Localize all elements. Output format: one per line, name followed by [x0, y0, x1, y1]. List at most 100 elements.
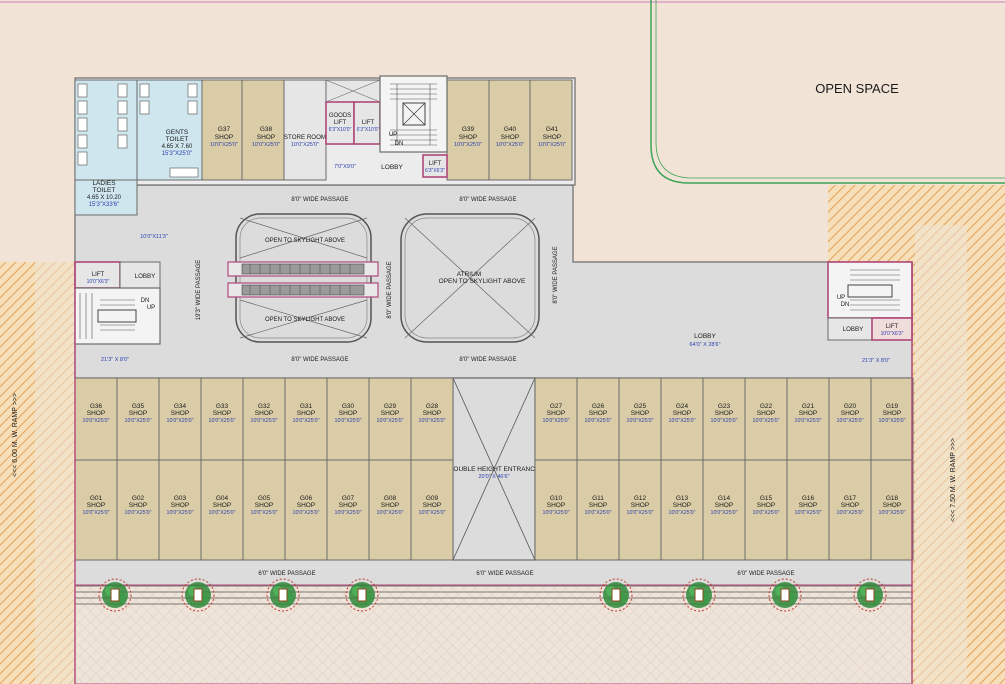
shop-type: SHOP: [339, 502, 357, 509]
gents-toilet-label-1: GENTS: [166, 129, 189, 136]
stair-well: [402, 102, 426, 126]
shop-type: SHOP: [757, 502, 775, 509]
shop-code: G33: [216, 403, 229, 410]
shop-size: 10'0"X25'0": [210, 142, 238, 148]
open-space-label: OPEN SPACE: [815, 81, 899, 96]
passage-label-mid-left: 8'0" WIDE PASSAGE: [291, 357, 348, 363]
shop-type: SHOP: [883, 502, 901, 509]
shop-type: SHOP: [255, 410, 273, 417]
shop-type: SHOP: [673, 410, 691, 417]
goods-lift-dim: 6'3"X10'0": [329, 127, 352, 133]
shop-unit: [410, 377, 454, 461]
shop-size: 10'0"X25'0": [837, 510, 864, 516]
shop-type: SHOP: [213, 410, 231, 417]
shop-size: 10'0"X25'0": [795, 510, 822, 516]
right-lift-dim: 10'0"X6'3": [881, 331, 904, 337]
left-staircase: [74, 287, 161, 345]
shop-unit: [74, 459, 118, 561]
shop-type: SHOP: [87, 502, 105, 509]
shop-unit: [200, 377, 244, 461]
shop-code: G39: [462, 126, 475, 133]
entrance-dim: 20'0" X 46'6": [478, 474, 509, 480]
passage-label-top-left: 8'0" WIDE PASSAGE: [291, 197, 348, 203]
left-lift-label: LIFT: [92, 272, 105, 278]
shop-code: G19: [886, 403, 899, 410]
shop-code: G21: [802, 403, 815, 410]
shop-code: G28: [426, 403, 439, 410]
skylight-void-left: [235, 213, 372, 343]
shop-type: SHOP: [213, 502, 231, 509]
tree-row: [98, 578, 887, 612]
passage-label-vertical-mid: 8'0" WIDE PASSAGE: [387, 261, 393, 318]
shop-code: G34: [174, 403, 187, 410]
shop-size: 10'0"X25'0": [543, 510, 570, 516]
shop-size: 10'0"X25'0": [335, 418, 362, 424]
stair-treads-top: [390, 83, 437, 146]
store-room-label: STORE ROOM: [284, 134, 326, 141]
left-stair-treads: [79, 293, 135, 339]
shop-type: SHOP: [543, 134, 561, 141]
shop-size: 10'0"X25'0": [167, 418, 194, 424]
shop-size: 10'0"X25'0": [125, 510, 152, 516]
shop-type: SHOP: [631, 502, 649, 509]
shop-unit: [116, 459, 160, 561]
store-room-dim: 10'0"X25'0": [291, 142, 319, 148]
right-ramp-lane: [915, 225, 967, 684]
shop-type: SHOP: [129, 410, 147, 417]
shop-unit: [870, 459, 914, 561]
escalator-upper: [227, 261, 379, 277]
shop-size: 10'0"X25'0": [251, 510, 278, 516]
shop-type: SHOP: [715, 410, 733, 417]
entrance-label: DOUBLE HEIGHT ENTRANCE: [449, 466, 540, 473]
shop-code: G12: [634, 495, 647, 502]
shop-grid: G36SHOP10'0"X25'0"G35SHOP10'0"X25'0"G34S…: [74, 377, 914, 561]
passage-label-vertical-right: 8'0" WIDE PASSAGE: [553, 246, 559, 303]
shop-code: G05: [258, 495, 271, 502]
shop-size: 10'0"X25'0": [795, 418, 822, 424]
shop-unit: [576, 377, 620, 461]
shop-size: 10'0"X25'0": [454, 142, 482, 148]
right-stair-up: UP: [837, 295, 845, 301]
shop-type: SHOP: [715, 502, 733, 509]
shop-code: G38: [260, 126, 273, 133]
shop-size: 10'0"X25'0": [251, 418, 278, 424]
shop-unit: [158, 377, 202, 461]
right-stair-treads: [850, 269, 900, 311]
shop-size: 10'0"X25'0": [209, 510, 236, 516]
toilet-stalls: [77, 83, 199, 178]
shop-unit-g40: [488, 79, 531, 181]
right-staircase: [827, 261, 913, 319]
right-stair-landing: [847, 284, 893, 298]
atrium-label: ATRIUM: [457, 271, 481, 278]
shop-code: G36: [90, 403, 103, 410]
shop-type: SHOP: [297, 502, 315, 509]
toilet-area: [74, 79, 203, 181]
shop-code: G31: [300, 403, 313, 410]
shop-size: 10'0"X25'0": [538, 142, 566, 148]
shop-code: G13: [676, 495, 689, 502]
right-lobby-dim: 21'3" X 8'0": [862, 358, 890, 364]
shop-type: SHOP: [381, 410, 399, 417]
shop-size: 10'0"X25'0": [627, 510, 654, 516]
shop-unit: [410, 459, 454, 561]
ladies-toilet-extension: [74, 179, 138, 216]
shop-code: G17: [844, 495, 857, 502]
void-cross-4: [239, 299, 368, 339]
shop-type: SHOP: [501, 134, 519, 141]
shop-size: 10'0"X25'0": [837, 418, 864, 424]
shop-type: SHOP: [171, 502, 189, 509]
shop-code: G30: [342, 403, 355, 410]
left-lobby-dim: 21'3" X 8'0": [101, 357, 129, 363]
shop-code: G03: [174, 495, 187, 502]
right-ramp-label: <<< 7.50 M. W. RAMP >>>: [950, 438, 957, 522]
tree-icon: [266, 578, 300, 612]
